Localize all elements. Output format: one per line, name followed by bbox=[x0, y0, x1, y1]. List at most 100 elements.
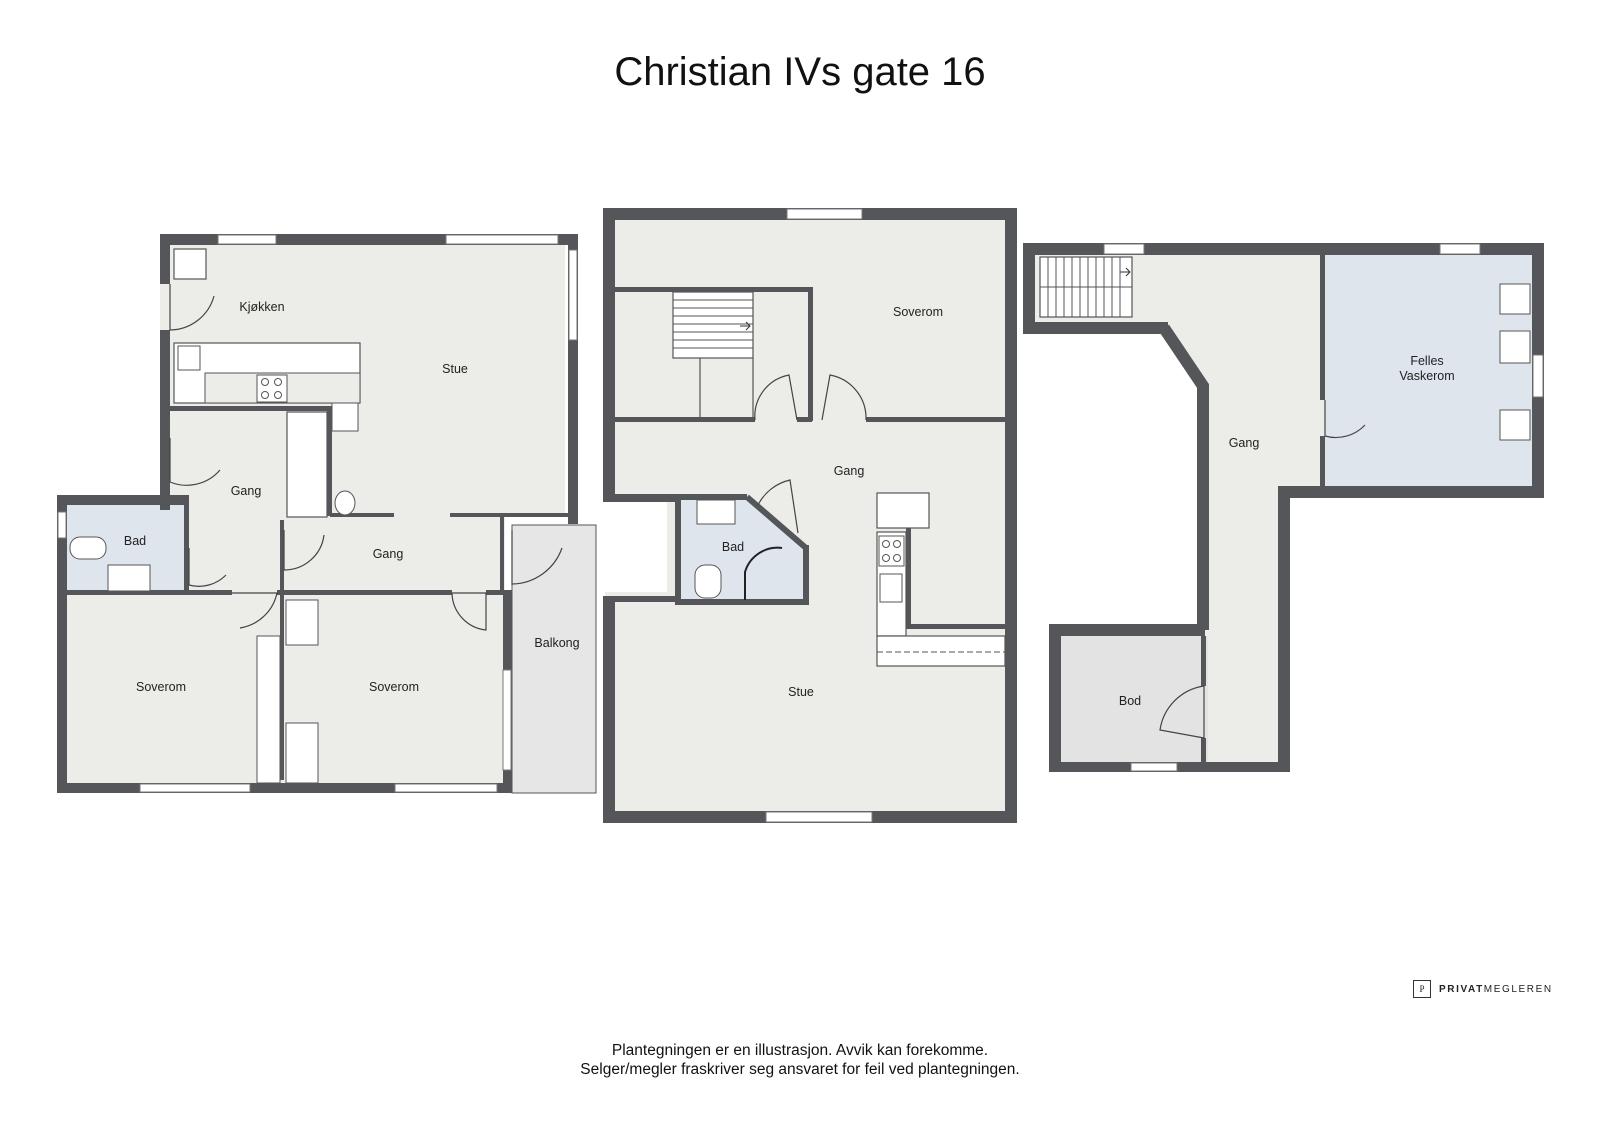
brand-name-bold: PRIVAT bbox=[1439, 983, 1484, 995]
room-label-bad: Bad bbox=[124, 534, 146, 548]
cabinet bbox=[173, 248, 207, 280]
brand-mark: P bbox=[1413, 980, 1431, 998]
room-label-bod: Bod bbox=[1119, 694, 1141, 708]
window bbox=[217, 234, 277, 245]
wall bbox=[906, 624, 1005, 629]
stove bbox=[256, 374, 288, 403]
counter-end bbox=[331, 402, 359, 432]
wall bbox=[1278, 486, 1290, 772]
stair-arrow bbox=[740, 321, 751, 331]
fridge-column bbox=[286, 411, 328, 518]
wall bbox=[568, 234, 578, 524]
wall bbox=[330, 513, 394, 517]
wall bbox=[797, 417, 812, 422]
room-label-balkong: Balkong bbox=[534, 636, 579, 650]
wall bbox=[1023, 243, 1544, 255]
laundry-machine bbox=[1499, 283, 1531, 315]
door-swing bbox=[757, 479, 799, 534]
sink bbox=[879, 573, 903, 603]
wall bbox=[170, 406, 330, 411]
wall bbox=[1159, 324, 1209, 630]
floor-laundry bbox=[1325, 255, 1532, 494]
burner bbox=[893, 554, 901, 562]
door-swing bbox=[1159, 685, 1205, 739]
floor-storage bbox=[1060, 636, 1208, 767]
disclaimer: Plantegningen er en illustrasjon. Avvik … bbox=[0, 1041, 1600, 1079]
wall bbox=[745, 494, 808, 551]
door-swing bbox=[744, 546, 783, 600]
wall bbox=[675, 599, 809, 605]
wardrobe bbox=[256, 635, 281, 784]
bath-sink bbox=[107, 564, 151, 592]
wall bbox=[1005, 208, 1017, 823]
laundry-machine bbox=[1499, 330, 1531, 364]
wall bbox=[603, 596, 681, 602]
wall bbox=[603, 494, 681, 502]
disclaimer-line: Plantegningen er en illustrasjon. Avvik … bbox=[611, 1042, 989, 1059]
wall bbox=[615, 287, 812, 292]
door-swing bbox=[283, 530, 325, 571]
room-label-gang: Gang bbox=[373, 547, 404, 561]
wall bbox=[277, 590, 452, 595]
wall bbox=[808, 287, 813, 421]
cabinet bbox=[285, 599, 319, 646]
brand-logo: P PRIVATMEGLEREN bbox=[1413, 978, 1553, 1000]
room-label-stue: Stue bbox=[442, 362, 468, 376]
window bbox=[57, 511, 67, 539]
stair-steps bbox=[673, 299, 753, 349]
wall bbox=[450, 513, 568, 517]
window bbox=[502, 669, 512, 771]
wall bbox=[160, 234, 170, 284]
wall bbox=[675, 494, 747, 500]
wall bbox=[675, 494, 681, 602]
unit-middle: Soverom Gang Bad Stue bbox=[603, 208, 1017, 823]
wall bbox=[57, 783, 512, 793]
door-swing bbox=[821, 374, 867, 421]
wall bbox=[1023, 322, 1168, 334]
wall bbox=[906, 525, 911, 627]
floor-hall bbox=[1033, 255, 1325, 767]
page-title: Christian IVs gate 16 bbox=[614, 50, 986, 94]
room-label-soverom: Soverom bbox=[136, 680, 186, 694]
room-label-gang: Gang bbox=[1229, 436, 1260, 450]
wall bbox=[184, 495, 189, 593]
wall bbox=[486, 590, 503, 595]
room-label-kjokken: Kjøkken bbox=[239, 300, 284, 314]
room-label-soverom: Soverom bbox=[369, 680, 419, 694]
door-swing bbox=[754, 374, 798, 421]
door-swing bbox=[232, 592, 278, 629]
door-swing bbox=[188, 548, 227, 587]
wall bbox=[1201, 636, 1206, 686]
window bbox=[1130, 762, 1178, 772]
wall bbox=[280, 520, 284, 780]
stove bbox=[878, 535, 905, 567]
disclaimer-line: Selger/megler fraskriver seg ansvaret fo… bbox=[580, 1061, 1020, 1078]
window bbox=[1439, 243, 1481, 255]
floor bbox=[605, 215, 1005, 823]
burner bbox=[893, 540, 901, 548]
room-label-soverom: Soverom bbox=[893, 305, 943, 319]
wall bbox=[160, 330, 170, 510]
window bbox=[765, 811, 873, 823]
kitchen-counter bbox=[876, 635, 1006, 667]
burner bbox=[882, 540, 890, 548]
wall bbox=[1320, 255, 1325, 400]
wall bbox=[57, 590, 232, 595]
wall bbox=[1320, 436, 1325, 491]
window bbox=[139, 783, 251, 793]
toilet bbox=[334, 490, 356, 516]
wall bbox=[160, 234, 578, 245]
brand-name: PRIVATMEGLEREN bbox=[1439, 984, 1553, 995]
unit-left: Kjøkken Stue Gang Gang Bad Soverom Sover… bbox=[57, 234, 597, 794]
room-label-vaskerom: Vaskerom bbox=[1399, 369, 1454, 383]
stair-arrow bbox=[1120, 267, 1131, 277]
room-label-bad: Bad bbox=[722, 540, 744, 554]
wall bbox=[1023, 243, 1035, 334]
bath-toilet bbox=[69, 536, 107, 560]
burner bbox=[261, 378, 269, 386]
wall bbox=[603, 596, 615, 823]
cabinet bbox=[285, 722, 319, 784]
door-swing bbox=[511, 530, 563, 585]
room-label-gang: Gang bbox=[231, 484, 262, 498]
